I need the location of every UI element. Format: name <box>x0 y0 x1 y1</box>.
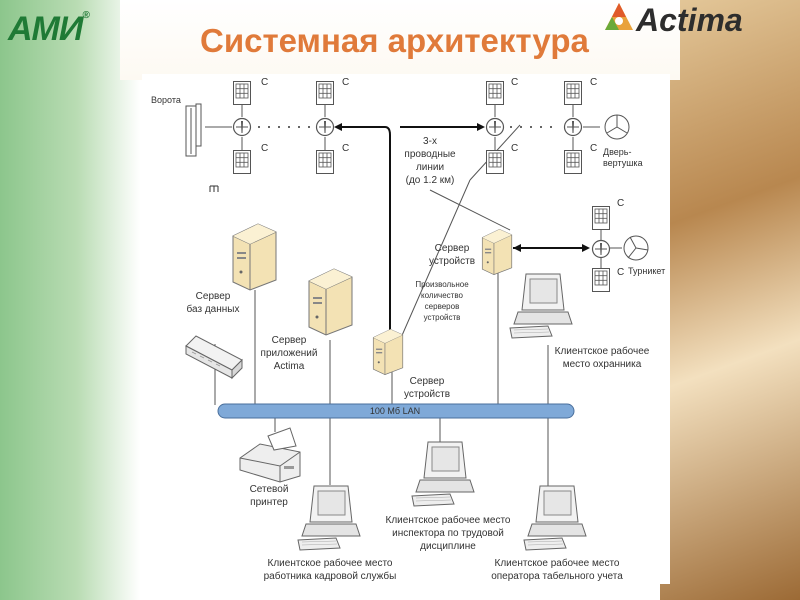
c-label: С <box>261 77 268 88</box>
wire-label-3: линии <box>416 162 444 173</box>
page-title: Системная архитектура <box>200 22 589 59</box>
arrowheads <box>334 123 590 344</box>
controller-icon <box>563 117 583 137</box>
db-server-label-1: Сервер <box>196 291 231 302</box>
c-label: С <box>511 77 518 88</box>
guard-label-2: место охранника <box>563 359 642 370</box>
card-reader-icon <box>233 150 251 174</box>
app-server-label-3: Actima <box>274 361 305 372</box>
hr-label-1: Клиентское рабочее место <box>268 557 393 569</box>
c-label: С <box>261 143 268 154</box>
hr-workstation-icon <box>297 485 361 551</box>
timekeeper-label-2: оператора табельного учета <box>491 570 623 582</box>
ami-logo-registered: ® <box>82 10 89 21</box>
device-server-label-1: Сервер <box>410 376 445 387</box>
controller-icon <box>315 117 335 137</box>
controller-icon <box>591 239 611 259</box>
card-reader-icon <box>592 206 610 230</box>
card-reader-icon <box>486 150 504 174</box>
guard-label-1: Клиентское рабочее <box>555 345 650 357</box>
card-reader-icon <box>564 81 582 105</box>
card-reader-icon <box>233 81 251 105</box>
timekeeper-workstation-icon <box>523 485 587 551</box>
arbitrary-servers-label-2: количество <box>421 291 463 300</box>
actima-logo-mark <box>605 3 633 30</box>
inspector-label-1: Клиентское рабочее место <box>386 514 511 526</box>
c-label: С <box>617 267 624 278</box>
controller-icon <box>485 117 505 137</box>
app-server-label-2: приложений <box>261 348 318 359</box>
diagram-panel <box>142 74 670 584</box>
device-server-top-label-1: Сервер <box>435 243 470 254</box>
hr-label-2: работника кадровой службы <box>264 570 397 582</box>
c-label: С <box>342 143 349 154</box>
actima-logo: Actima <box>636 2 743 38</box>
c-label: С <box>617 198 624 209</box>
database-server-icon <box>232 223 277 291</box>
gate-icon <box>185 103 219 192</box>
device-server-icon <box>372 328 404 376</box>
c-label: С <box>511 143 518 154</box>
arbitrary-servers-label-4: устройств <box>424 313 461 322</box>
background-left-gradient <box>0 0 140 600</box>
revolving-door-label-1: Дверь- <box>603 147 631 157</box>
revolving-door-label-2: вертушка <box>603 158 643 168</box>
device-server-label-2: устройств <box>404 389 450 400</box>
background-chain-image <box>660 0 800 600</box>
inspector-label-2: инспектора по трудовой <box>392 528 504 539</box>
device-server-top-label-2: устройств <box>429 256 475 267</box>
network-printer-icon <box>239 427 301 483</box>
arbitrary-servers-label-1: Произвольное <box>415 280 469 289</box>
background-top <box>120 0 680 80</box>
inspector-label-3: дисциплине <box>420 541 476 552</box>
wire-label-1: 3-х <box>423 136 437 147</box>
controller-icon <box>232 117 252 137</box>
c-label: С <box>590 77 597 88</box>
printer-label-2: принтер <box>250 497 288 508</box>
c-label: С <box>590 143 597 154</box>
db-server-label-2: баз данных <box>187 303 240 315</box>
card-reader-icon <box>316 81 334 105</box>
application-server-icon <box>308 268 353 336</box>
network-switch-icon <box>185 335 243 380</box>
card-reader-icon <box>564 150 582 174</box>
wire-label-2: проводные <box>404 149 456 160</box>
turnstile-label: Турникет <box>628 266 665 276</box>
lan-label: 100 Мб LAN <box>370 406 420 416</box>
card-reader-icon <box>486 81 504 105</box>
revolving-door-icon <box>604 114 630 140</box>
card-reader-icon <box>592 268 610 292</box>
device-server-top-icon <box>481 228 513 276</box>
c-label: С <box>342 77 349 88</box>
card-reader-icon <box>316 150 334 174</box>
arbitrary-servers-label-3: серверов <box>425 302 460 311</box>
guard-workstation-icon <box>509 273 573 339</box>
gate-label: Ворота <box>151 95 181 105</box>
timekeeper-label-1: Клиентское рабочее место <box>495 557 620 569</box>
lan-bar <box>217 403 575 419</box>
turnstile-icon <box>623 235 649 261</box>
ami-logo: АМИ® <box>8 10 90 48</box>
three-wire-lines <box>338 126 583 338</box>
inspector-workstation-icon <box>411 441 475 507</box>
app-server-label-1: Сервер <box>272 335 307 346</box>
printer-label-1: Сетевой <box>250 484 289 495</box>
wire-label-4: (до 1.2 км) <box>406 175 455 186</box>
